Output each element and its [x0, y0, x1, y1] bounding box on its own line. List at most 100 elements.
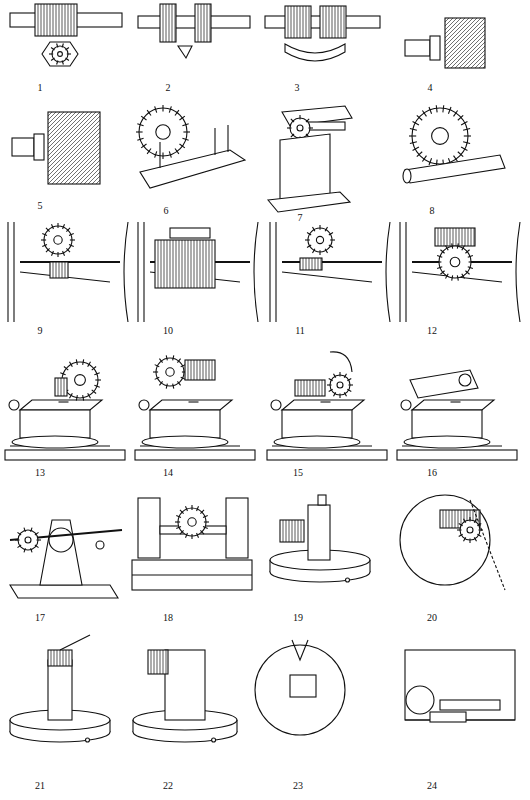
cutter-flute	[56, 262, 57, 278]
gear-tooth	[344, 392, 346, 396]
tool	[60, 635, 90, 650]
callout-number: 21	[34, 780, 46, 791]
cutter-flute	[288, 6, 289, 38]
gear-tooth	[465, 271, 469, 274]
cutter-body	[195, 4, 211, 42]
gear-tooth	[63, 251, 65, 256]
cutter-flute	[188, 360, 189, 380]
cutter-flute	[468, 228, 469, 246]
gear-tooth	[327, 384, 332, 385]
gear-tooth	[422, 156, 426, 162]
cutter-flute	[450, 228, 451, 246]
gear-tooth	[153, 371, 158, 372]
gear-tooth	[446, 274, 449, 279]
gear-tooth	[437, 256, 442, 258]
gear-tooth	[459, 534, 463, 536]
gear-tooth	[76, 395, 78, 401]
gear	[153, 355, 187, 388]
gear-tooth	[469, 517, 470, 522]
gear-tooth	[49, 53, 53, 54]
cutter-flute	[175, 4, 176, 42]
gear-hub	[58, 52, 63, 57]
arbor-shaft	[138, 16, 250, 28]
cutter-flute	[51, 650, 52, 666]
workpiece	[445, 18, 485, 68]
machine-edge	[124, 222, 128, 322]
gear-hub	[25, 537, 31, 543]
gear-tooth	[468, 256, 473, 258]
tailstock-knob	[96, 541, 104, 549]
gear-tooth	[35, 532, 39, 535]
gear-body	[460, 520, 480, 540]
index-plate	[49, 528, 73, 552]
gear-hub	[156, 125, 170, 139]
gear	[409, 105, 471, 167]
milling-cutter	[320, 6, 346, 38]
cutter-flute	[452, 510, 453, 528]
hatch	[445, 18, 481, 54]
gear-tooth	[169, 151, 171, 157]
gear-tooth	[469, 539, 470, 544]
gear-body	[439, 246, 471, 278]
gear-tooth	[457, 275, 459, 280]
vise-top	[20, 400, 102, 410]
cutter-flute	[335, 6, 336, 38]
hatch	[48, 112, 80, 144]
cutter-flute	[57, 650, 58, 666]
gear-tooth	[177, 359, 180, 363]
gear-tooth	[183, 131, 190, 132]
hex-nut	[42, 42, 78, 66]
gear-tooth	[141, 144, 146, 148]
cutter-flute	[453, 228, 454, 246]
figures	[5, 4, 520, 742]
gear-tooth	[457, 529, 462, 530]
cutter-flute	[310, 380, 311, 396]
machine-column	[275, 222, 276, 322]
cutter-flute	[447, 228, 448, 246]
gear-tooth	[454, 156, 458, 162]
cutter-flute	[59, 4, 60, 36]
cutter-flute	[344, 6, 345, 38]
milling-cutter	[280, 520, 304, 542]
gear-tooth	[417, 152, 422, 157]
gear-tooth	[182, 138, 188, 140]
gear-tooth	[197, 506, 199, 511]
cutter-flute	[318, 258, 319, 270]
vise-body	[150, 410, 220, 438]
cutter-flute	[298, 380, 299, 396]
gear-tooth	[461, 122, 467, 125]
callout-number: 5	[37, 200, 44, 211]
gear-tooth	[410, 129, 417, 131]
gear	[49, 44, 71, 65]
gear-tooth	[42, 245, 47, 247]
gear-body	[308, 228, 332, 252]
swivel-base	[404, 436, 490, 448]
cutter-flute	[212, 240, 213, 288]
gear-tooth	[70, 393, 73, 398]
cutter-flute	[300, 6, 301, 38]
cutter-flute	[62, 262, 63, 278]
cutter-flute	[66, 650, 67, 666]
hatch	[92, 176, 100, 184]
gear-tooth	[203, 527, 208, 529]
gear	[15, 528, 41, 553]
end-mill-head	[34, 134, 44, 160]
hatch	[445, 18, 465, 38]
fixture-post	[214, 128, 215, 155]
gear-tooth	[305, 239, 310, 240]
gear-tooth	[204, 521, 209, 522]
guide	[470, 500, 505, 590]
cutter-flute	[446, 510, 447, 528]
gear-body	[139, 108, 187, 156]
callout-number: 23	[292, 780, 304, 791]
callout-number: 2	[165, 82, 172, 93]
gear-tooth	[95, 379, 101, 380]
gear-tooth	[446, 246, 449, 251]
cutter-body	[155, 240, 215, 288]
gear-tooth	[465, 250, 469, 253]
hatch	[48, 112, 96, 160]
cutter-flute	[163, 650, 164, 674]
cutter-flute	[64, 378, 65, 396]
milling-cutter	[48, 650, 72, 666]
gear-tooth	[462, 274, 465, 279]
